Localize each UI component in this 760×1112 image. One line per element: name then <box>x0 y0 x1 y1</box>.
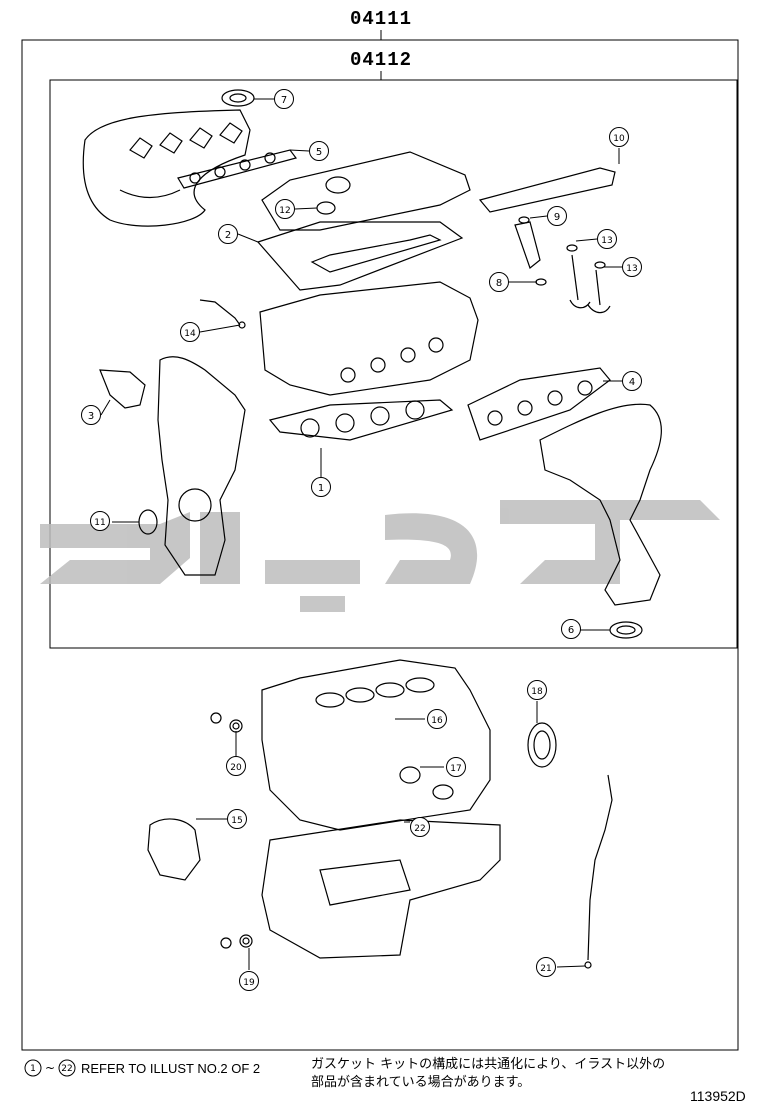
inner-kit-frame <box>49 79 738 649</box>
callout-9: 9 <box>554 212 560 223</box>
callout-5: 5 <box>316 147 322 158</box>
footer-japanese-line-1: ガスケット キットの構成には共通化により、イラスト以外の <box>311 1057 666 1072</box>
callout-22: 22 <box>414 824 425 834</box>
oil-pan-part <box>261 819 501 959</box>
callout-16: 16 <box>431 716 443 726</box>
callout-3: 3 <box>88 411 94 422</box>
footer-range-end: 22 <box>61 1064 72 1074</box>
valve-cover-part <box>261 151 471 231</box>
callout-2: 2 <box>225 230 231 241</box>
timing-cover-part <box>157 356 246 576</box>
footer-refer-text: REFER TO ILLUST NO.2 OF 2 <box>81 1061 261 1076</box>
valve-cover-gasket-part <box>256 221 464 291</box>
callout-18: 18 <box>531 687 543 697</box>
watermark-graphic <box>40 500 720 612</box>
cylinder-block-part <box>261 659 491 831</box>
callout-8: 8 <box>496 278 502 289</box>
exhaust-gasket-part <box>467 367 611 441</box>
inner-kit-code: 04112 <box>350 49 413 71</box>
fuel-rail-part <box>478 167 616 213</box>
callout-13b: 13 <box>626 264 637 274</box>
outer-kit-frame <box>21 39 739 1051</box>
callout-17: 17 <box>450 764 461 774</box>
callout-12: 12 <box>279 206 290 216</box>
callout-1: 1 <box>318 483 324 494</box>
footer-japanese-note: ガスケット キットの構成には共通化により、イラスト以外の 部品が含まれている場合… <box>311 1056 665 1092</box>
callout-19: 19 <box>243 978 255 988</box>
footer-range-start: 1 <box>30 1064 36 1074</box>
outer-kit-code: 04111 <box>350 8 413 30</box>
callout-4: 4 <box>629 377 635 388</box>
dipstick-part <box>587 774 613 961</box>
intake-manifold-part <box>82 109 251 227</box>
cylinder-head-part <box>259 281 479 396</box>
callout-11: 11 <box>94 518 105 528</box>
callout-6: 6 <box>568 625 574 636</box>
callout-10: 10 <box>613 134 625 144</box>
callout-20: 20 <box>230 763 242 773</box>
callout-15: 15 <box>231 816 242 826</box>
intake-gasket-part <box>177 149 298 189</box>
footer-japanese-line-2: 部品が含まれている場合があります。 <box>311 1075 531 1090</box>
callout-7: 7 <box>281 95 287 106</box>
exhaust-manifold-part <box>539 403 662 606</box>
callout-21: 21 <box>540 964 551 974</box>
callout-14: 14 <box>184 329 196 339</box>
drawing-number: 113952D <box>690 1088 746 1104</box>
callout-13a: 13 <box>601 236 612 246</box>
footer-range-sep: ~ <box>45 1061 55 1075</box>
head-gasket-part <box>268 399 454 441</box>
